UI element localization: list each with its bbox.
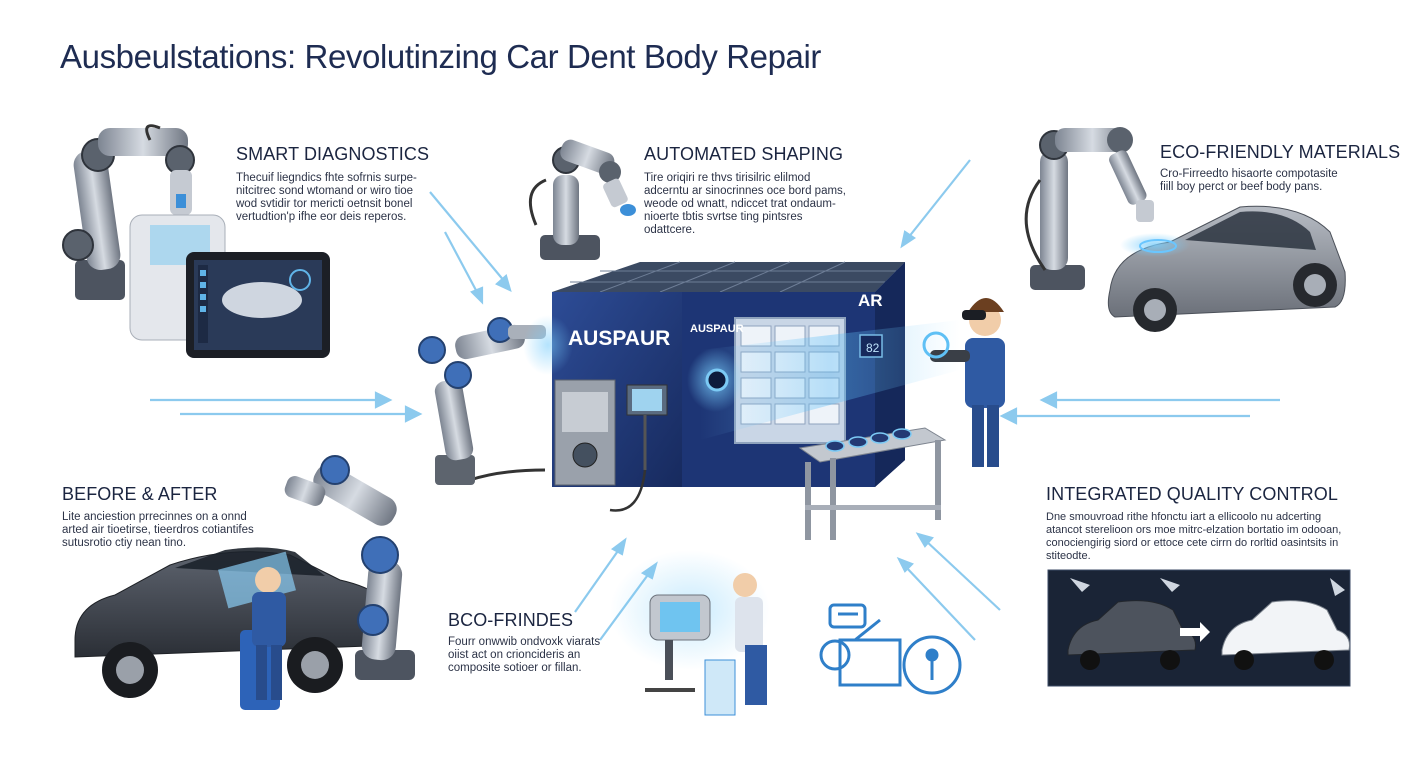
before-after-desc: Lite anciestion prrecinnes on a onnd art…	[62, 511, 282, 550]
desc-line: oiist act on crioncideris an	[448, 649, 581, 661]
desc-line: wod svtidir tor mericti oetnsit bonel	[236, 198, 413, 210]
eco-technician	[610, 550, 770, 716]
quality-image	[1047, 569, 1351, 687]
diagnostics-tablet	[186, 252, 330, 358]
booth-side-sign: AUSPAUR	[690, 323, 744, 335]
desc-line: sutusrotio ctiy nean tino.	[62, 537, 187, 549]
chat-icon	[828, 603, 867, 629]
desc-line: conociengirig siord or ettoce cete cirrn…	[1046, 537, 1339, 549]
quality-control-heading: INTEGRATED QUALITY CONTROL	[1046, 484, 1338, 504]
desc-line: Lite anciestion prrecinnes on a onnd	[62, 511, 247, 523]
booth-front-sign: AUSPAUR	[568, 327, 670, 350]
desc-line: Cro-Firreedto hisaorte compotasite	[1160, 168, 1338, 180]
page-title: Ausbeulstations: Revolutinzing Car Dent …	[60, 38, 822, 75]
flow-arrows	[150, 159, 1280, 641]
booth-ar-label: AR	[858, 291, 883, 310]
eco-bottom-desc: Fourr onwwib ondvoxk viarats oiist act o…	[448, 636, 628, 675]
desc-line: Thecuif liegndics fhte sofrnis surpe-	[236, 172, 417, 184]
desc-line: odattcere.	[644, 224, 696, 236]
generator-unit	[469, 379, 668, 512]
smart-diagnostics-heading: SMART DIAGNOSTICS	[236, 144, 430, 164]
ar-qr-box	[859, 334, 883, 358]
eco-materials-desc: Cro-Firreedto hisaorte compotasite fiill…	[1160, 168, 1360, 194]
desc-line: weode od wnatt, ndiccet trat ondaum-	[644, 198, 836, 210]
eco-bottom-heading: BCO-FRINDES	[448, 610, 574, 630]
eco-materials-heading: ECO-FRIENDLY MATERIALS	[1160, 142, 1401, 162]
automated-shaping-heading: AUTOMATED SHAPING	[644, 144, 844, 164]
smart-diagnostics-desc: Thecuif liegndics fhte sofrnis surpe- ni…	[236, 172, 446, 224]
arrow-top-left	[429, 191, 512, 305]
desc-line: nioerte tbtis svrtse ting pintsres	[644, 211, 803, 223]
desc-line: Fourr onwwib ondvoxk viarats	[448, 636, 601, 648]
center-robot-arm	[418, 315, 573, 485]
before-after-heading: BEFORE & AFTER	[62, 484, 218, 504]
eco-icons	[819, 603, 962, 695]
desc-line: stiteodte.	[1046, 550, 1091, 562]
arrow-bottom-right	[896, 532, 1001, 641]
shaping-robot	[528, 139, 636, 260]
desc-line: composite sotioer or fillan.	[448, 662, 582, 674]
desc-line: adcerntu ar sinocrinnes oce bord pams,	[644, 185, 846, 197]
before-after-car	[74, 547, 396, 710]
automated-shaping-desc: Tire oriqiri re thvs tirisilric elilmod …	[644, 172, 854, 237]
box-icon	[838, 638, 902, 687]
arrow-right-middle	[999, 391, 1280, 425]
arrow-top-right	[900, 159, 971, 249]
desc-line: vertudtion'p ifhe eor deis reperos.	[236, 211, 407, 223]
desc-line: nitcitrec sond wtomand or wiro tioe	[236, 185, 414, 197]
ar-technician	[922, 298, 1005, 467]
bottom-robot-arm	[284, 455, 415, 680]
desc-line: arted air tioetirse, tieerdros cotiantif…	[62, 524, 254, 536]
recycle-person-icon	[902, 635, 962, 695]
gear-icon	[819, 639, 851, 671]
materials-robot	[1024, 127, 1154, 290]
desc-line: atancot sterelioon ors moe mitrc-elzatio…	[1046, 524, 1342, 536]
materials-car	[1107, 205, 1346, 332]
desc-line: fiill boy perct or beef body pans.	[1160, 181, 1323, 193]
desc-line: Tire oriqiri re thvs tirisilric elilmod	[644, 172, 811, 184]
qr-label: 82	[866, 341, 880, 355]
desc-line: Dne smouvroad rithe hfonctu iart a ellic…	[1046, 511, 1322, 523]
workbench	[798, 427, 947, 540]
solar-roof	[552, 262, 905, 292]
quality-control-desc: Dne smouvroad rithe hfonctu iart a ellic…	[1046, 511, 1346, 563]
arrow-left-middle	[150, 391, 423, 423]
